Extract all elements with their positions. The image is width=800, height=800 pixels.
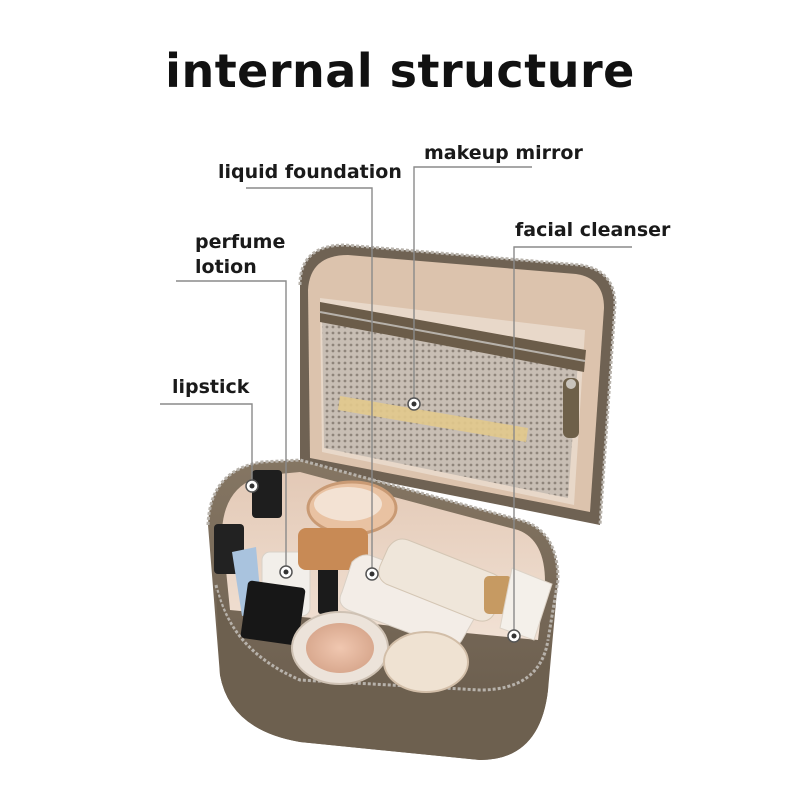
- callout-lotion: lotion: [195, 256, 257, 278]
- callout-perfume: perfume: [195, 231, 286, 253]
- facial-cleanser-tube: [499, 567, 553, 641]
- callout-lipstick: lipstick: [172, 376, 250, 398]
- leader-markers: [245, 397, 521, 643]
- callout-facial-cleanser: facial cleanser: [515, 219, 671, 241]
- leader-lines: [160, 166, 632, 636]
- lipstick-item: [252, 470, 282, 518]
- leader-lipstick: [160, 403, 253, 486]
- callout-liquid-foundation: liquid foundation: [218, 161, 402, 183]
- makeup-mirror: [338, 396, 528, 442]
- callout-makeup-mirror: makeup mirror: [424, 142, 583, 164]
- leader-perfume-lotion: [176, 280, 287, 572]
- zipper-pull: [563, 378, 579, 438]
- leader-liquid-foundation: [246, 187, 373, 574]
- diagram-title: internal structure: [165, 44, 635, 98]
- leader-facial-cleanser: [513, 246, 632, 636]
- leader-makeup-mirror: [413, 166, 532, 404]
- bag-lid: [298, 243, 617, 526]
